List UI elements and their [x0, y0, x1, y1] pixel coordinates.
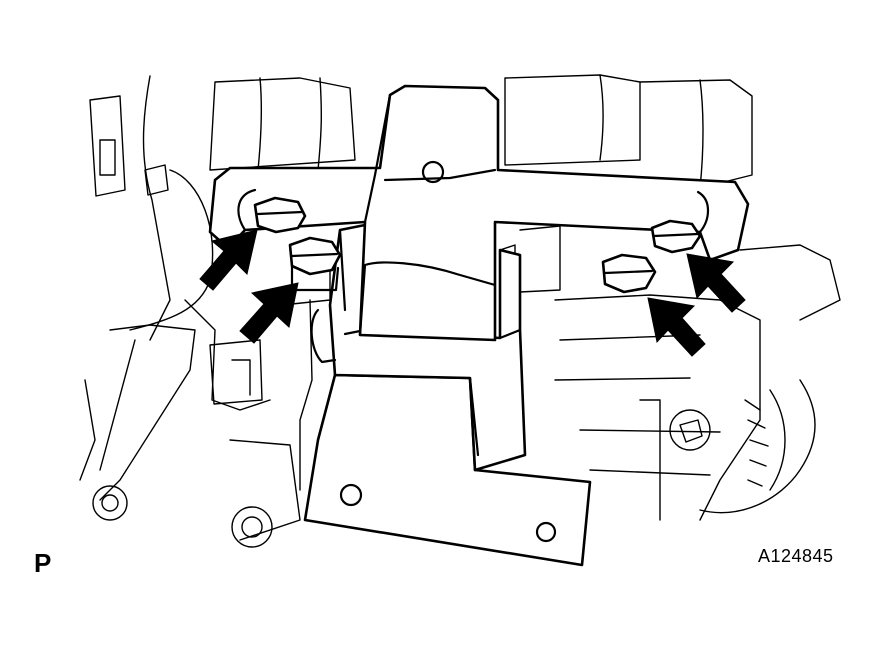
engine-background — [79, 74, 841, 548]
arrow-icon — [199, 229, 258, 291]
bolt-indicator-arrows — [199, 229, 746, 357]
arrow-icon — [686, 253, 746, 313]
arrow-icon — [647, 297, 706, 357]
arrow-icon — [239, 282, 299, 344]
bolt-upper-right — [650, 219, 702, 254]
bolt-middle-left — [288, 236, 342, 292]
view-label: P — [34, 548, 52, 578]
bolt-middle-right — [601, 253, 657, 294]
bolt-upper-left — [253, 196, 307, 234]
mount-bolts — [253, 196, 702, 294]
figure-code: A124845 — [758, 546, 834, 566]
lower-bracket-plate — [303, 373, 592, 567]
